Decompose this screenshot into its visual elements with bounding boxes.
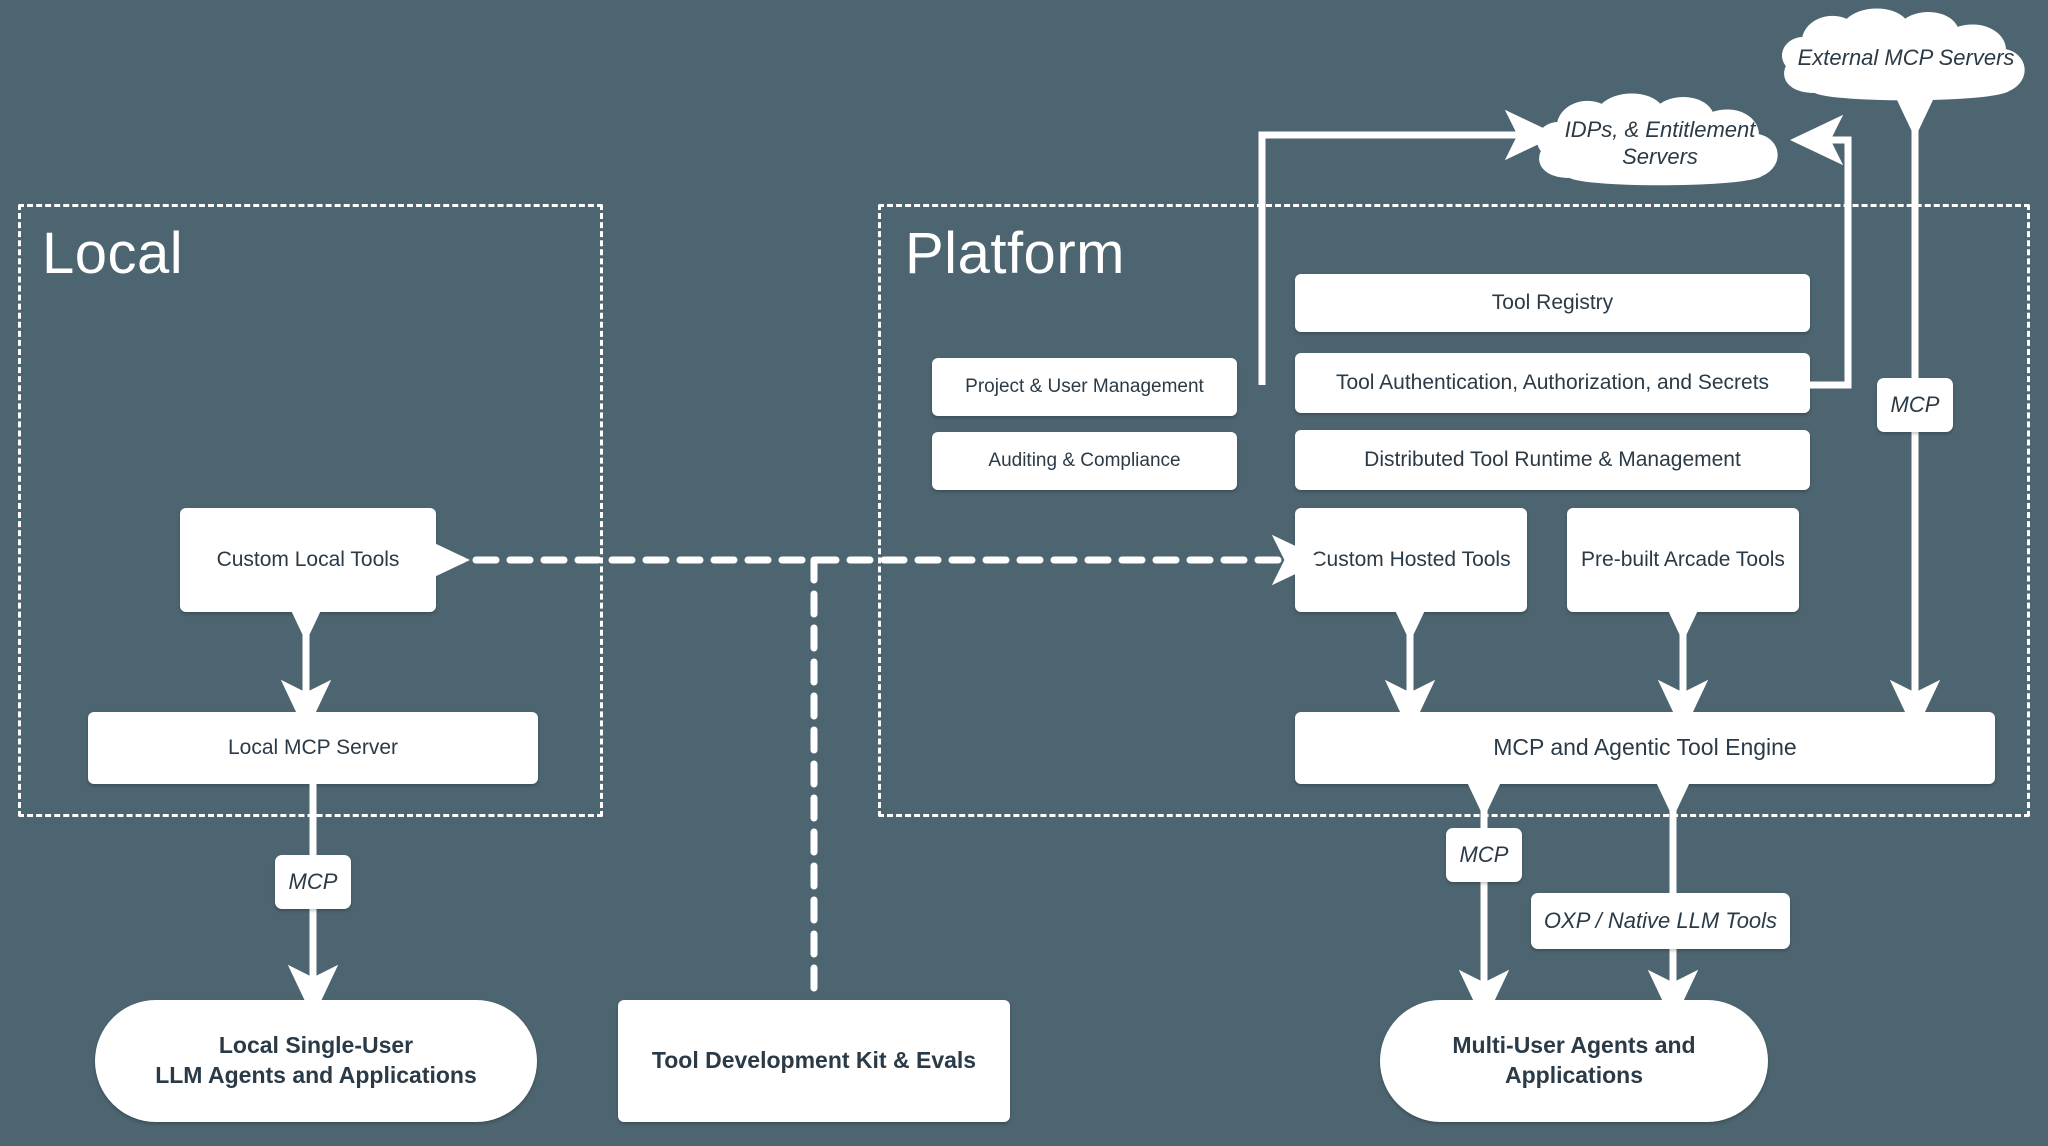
card-multiuser-agents-line1: Multi-User Agents and bbox=[1452, 1032, 1696, 1059]
card-project-user-management[interactable]: Project & User Management bbox=[932, 358, 1237, 416]
card-local-agents-line2: LLM Agents and Applications bbox=[155, 1062, 477, 1088]
card-distributed-tool-runtime[interactable]: Distributed Tool Runtime & Management bbox=[1295, 430, 1810, 490]
card-mcp-agentic-tool-engine[interactable]: MCP and Agentic Tool Engine bbox=[1295, 712, 1995, 784]
zone-platform-title: Platform bbox=[905, 221, 1125, 286]
zone-local-title: Local bbox=[42, 221, 184, 286]
cloud-external-mcp-servers-label: External MCP Servers bbox=[1797, 45, 2015, 71]
card-tool-registry[interactable]: Tool Registry bbox=[1295, 274, 1810, 332]
cloud-external-mcp-servers[interactable]: External MCP Servers bbox=[1775, 8, 2037, 108]
tag-mcp-local: MCP bbox=[275, 855, 351, 909]
cloud-shape-icon bbox=[1782, 8, 2025, 101]
card-prebuilt-arcade-tools[interactable]: Pre-built Arcade Tools bbox=[1567, 508, 1799, 612]
card-multiuser-agents-line2: Applications bbox=[1504, 1062, 1643, 1088]
card-custom-hosted-tools[interactable]: Custom Hosted Tools bbox=[1295, 508, 1527, 612]
card-oxp-native-llm-tools[interactable]: OXP / Native LLM Tools bbox=[1531, 893, 1790, 949]
cloud-idps-entitlement-servers[interactable]: IDPs, & Entitlement Servers bbox=[1530, 93, 1790, 193]
cloud-idps-entitlement-servers-label: IDPs, & Entitlement Servers bbox=[1564, 116, 1756, 170]
card-auditing-compliance[interactable]: Auditing & Compliance bbox=[932, 432, 1237, 490]
tag-mcp-external: MCP bbox=[1877, 378, 1953, 432]
card-local-mcp-server[interactable]: Local MCP Server bbox=[88, 712, 538, 784]
card-tool-development-kit[interactable]: Tool Development Kit & Evals bbox=[618, 1000, 1010, 1122]
card-local-agents-line1: Local Single-User bbox=[218, 1032, 414, 1059]
card-local-agents[interactable]: Local Single-User LLM Agents and Applica… bbox=[95, 1000, 537, 1122]
card-custom-local-tools[interactable]: Custom Local Tools bbox=[180, 508, 436, 612]
card-tool-authentication[interactable]: Tool Authentication, Authorization, and … bbox=[1295, 353, 1810, 413]
tag-mcp-agents: MCP bbox=[1446, 828, 1522, 882]
card-multiuser-agents[interactable]: Multi-User Agents and Applications bbox=[1380, 1000, 1768, 1122]
